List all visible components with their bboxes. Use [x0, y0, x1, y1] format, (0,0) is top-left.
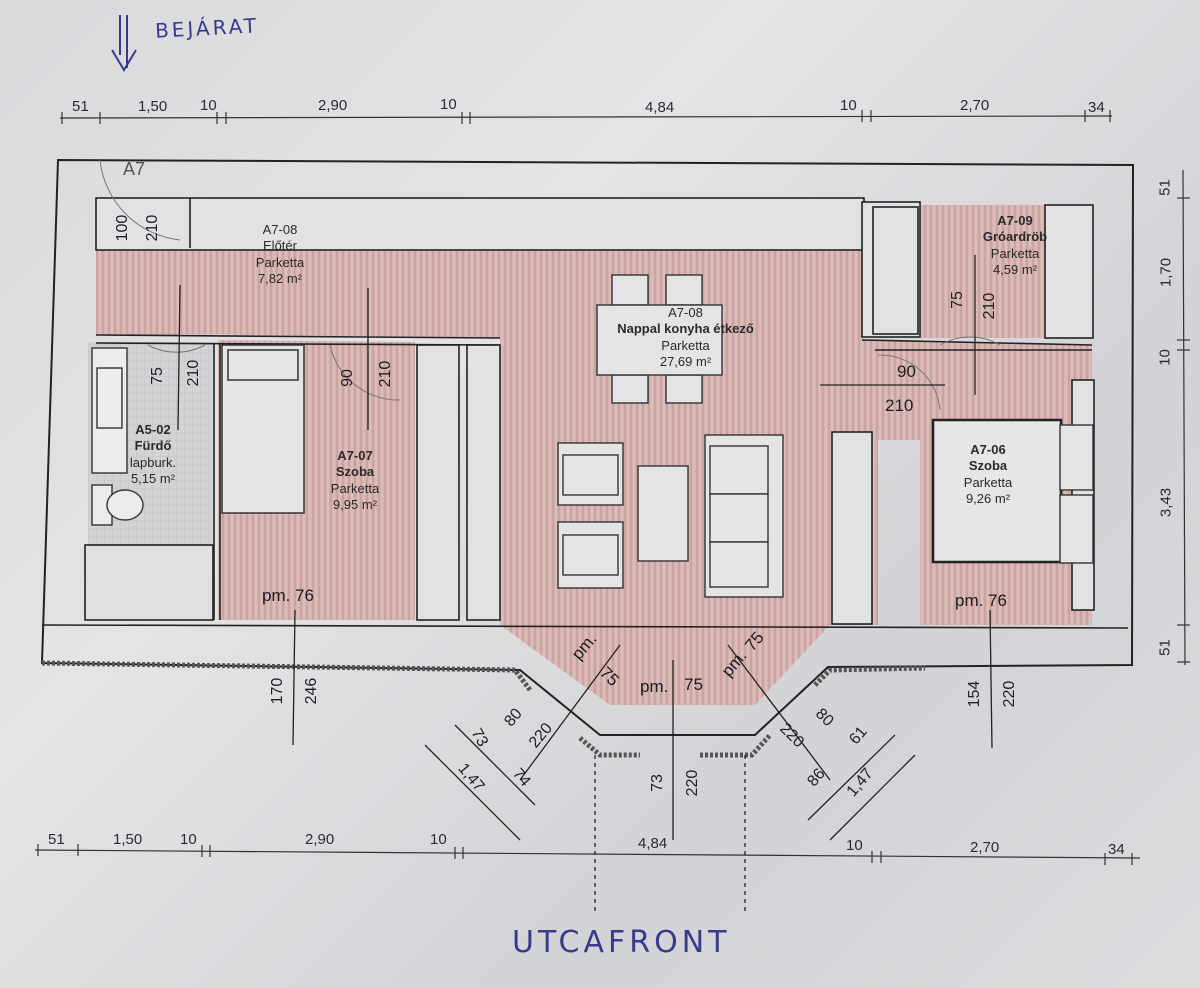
- bed1-sill: pm. 76: [262, 586, 314, 605]
- room-wardrobe-label: A7-09 Gróardröb Parketta 4,59 m²: [960, 213, 1070, 278]
- bath-door-height: 210: [185, 359, 202, 387]
- bottom-dim-5: 10: [430, 831, 447, 848]
- right-dim-2: 1,70: [1157, 257, 1175, 288]
- outer-wall: [40, 158, 1135, 736]
- bed-right-tables: [1059, 424, 1094, 564]
- bottom-dim-4: 2,90: [305, 831, 335, 848]
- bed2-door-width: 90: [897, 362, 916, 381]
- bottom-dim-3: 10: [180, 831, 197, 848]
- bath-area: 5,15 m²: [130, 470, 176, 486]
- living-name: Nappal konyha étkező: [617, 321, 754, 337]
- bedroom2-code: A7-06: [970, 442, 1006, 457]
- bottom-dim-1: 51: [48, 831, 65, 848]
- living-area: 27,69 m²: [659, 353, 712, 369]
- leader-lines: [177, 255, 993, 915]
- ward-door-height: 210: [981, 292, 998, 320]
- bottom-dimension-line: [34, 844, 1141, 865]
- bottom-dim-8: 2,70: [970, 839, 1000, 856]
- ward-door-width: 75: [949, 291, 966, 309]
- bottom-dim-2: 1,50: [113, 831, 143, 848]
- room-bedroom2-label: A7-06 Szoba Parketta 9,26 m²: [933, 442, 1043, 507]
- living-floor: Parketta: [661, 337, 710, 353]
- bedroom1-code: A7-07: [337, 448, 373, 463]
- dining-set: [596, 274, 723, 404]
- bay-mid-sill: pm.: [640, 677, 669, 696]
- bedroom1-area: 9,95 m²: [332, 496, 378, 512]
- wardrobe-name: Gróardröb: [982, 229, 1048, 245]
- top-dim-8: 2,70: [960, 97, 990, 114]
- right-dim-5: 51: [1156, 639, 1174, 656]
- bath-floor: lapburk.: [129, 454, 177, 470]
- top-dim-7: 10: [840, 97, 857, 114]
- right-dimension-line: [1177, 169, 1190, 666]
- top-dim-9: 34: [1088, 99, 1105, 116]
- entrance-door-height: 210: [144, 214, 161, 242]
- street-label: UTCAFRONT: [512, 925, 731, 960]
- top-dim-6: 4,84: [645, 99, 675, 116]
- toilet-icon: [91, 484, 144, 526]
- hall-floor: Parketta: [255, 254, 305, 270]
- bed1-window-width: 170: [269, 677, 286, 705]
- door-swings: [99, 159, 1001, 411]
- bottom-dim-7: 10: [846, 837, 863, 854]
- bed2-sill: pm. 76: [955, 591, 1007, 610]
- bed-left: [221, 344, 305, 514]
- room-hall-label: A7-08 Előtér Parketta 7,82 m²: [225, 222, 335, 287]
- right-dim-3: 10: [1156, 349, 1174, 366]
- apartment-tag: A7: [123, 159, 146, 179]
- hall-code: A7-08: [262, 222, 298, 237]
- bed2-window-width: 154: [966, 680, 983, 708]
- bathtub: [91, 347, 128, 474]
- bed-right: [931, 418, 1063, 564]
- top-dim-5: 10: [440, 96, 457, 113]
- top-dim-2: 1,50: [138, 98, 168, 115]
- wardrobe-code: A7-09: [997, 213, 1033, 228]
- bed2-door-height: 210: [885, 396, 914, 415]
- bed1-door-height: 210: [377, 360, 394, 388]
- hall-name: Előtér: [263, 238, 297, 254]
- inner-walls: [41, 197, 1129, 629]
- bay-mid-value: 75: [684, 675, 703, 694]
- wardrobe-floor: Parketta: [990, 245, 1040, 261]
- living-code: A7-08: [668, 305, 703, 320]
- bottom-dim-9: 34: [1108, 841, 1125, 858]
- entrance-label: BEJÁRAT: [154, 13, 260, 43]
- top-dim-3: 10: [200, 97, 217, 114]
- room-living-label: A7-08 Nappal konyha étkező Parketta 27,6…: [588, 305, 783, 370]
- top-dim-4: 2,90: [318, 97, 348, 114]
- bedroom2-floor: Parketta: [963, 474, 1013, 490]
- top-dimension-line: [59, 110, 1113, 124]
- bay-mid-width: 73: [649, 774, 666, 792]
- bed1-window-height: 246: [303, 677, 320, 705]
- bath-door-width: 75: [149, 367, 166, 385]
- entrance-door-width: 100: [114, 214, 131, 242]
- bedroom2-name: Szoba: [968, 458, 1008, 474]
- bath-name: Fürdő: [134, 438, 172, 454]
- bed2-window-height: 220: [1001, 680, 1018, 708]
- hall-area: 7,82 m²: [257, 270, 303, 286]
- bath-code: A5-02: [135, 422, 171, 437]
- room-bedroom1-label: A7-07 Szoba Parketta 9,95 m²: [300, 448, 410, 513]
- top-dim-1: 51: [72, 98, 89, 115]
- bed1-door-width: 90: [339, 369, 356, 387]
- room-bath-label: A5-02 Fürdő lapburk. 5,15 m²: [108, 422, 198, 487]
- bottom-dim-6: 4,84: [638, 835, 668, 852]
- bedroom1-name: Szoba: [335, 464, 375, 480]
- bedroom2-area: 9,26 m²: [965, 490, 1011, 506]
- right-dim-1: 51: [1156, 179, 1174, 196]
- living-furniture: [557, 434, 784, 598]
- entrance-arrow-icon: [111, 15, 137, 72]
- bedroom1-floor: Parketta: [330, 480, 380, 496]
- bay-mid-height: 220: [684, 769, 701, 797]
- wardrobe-area: 4,59 m²: [992, 261, 1038, 277]
- right-dim-4: 3,43: [1157, 487, 1175, 518]
- bay-window-wall: [41, 660, 926, 758]
